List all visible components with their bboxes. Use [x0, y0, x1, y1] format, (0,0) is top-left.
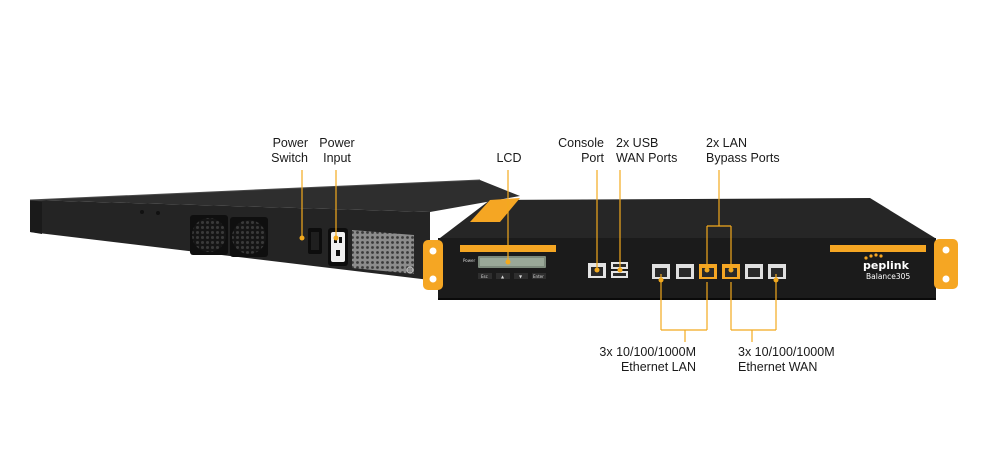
callout-lan-bypass: 2x LAN Bypass Ports — [706, 136, 786, 166]
enter-button-label: Enter — [533, 274, 544, 279]
callout-power-switch: Power Switch — [262, 136, 308, 166]
callout-power-input-line2: Input — [323, 151, 351, 165]
callout-console-port-line1: Console — [558, 136, 604, 150]
rear-fan-right — [230, 217, 268, 257]
callout-power-input: Power Input — [318, 136, 356, 166]
callout-ethernet-wan-line1: 3x 10/100/1000M — [738, 345, 835, 359]
callout-lcd: LCD — [492, 151, 526, 166]
callout-usb-wan-line2: WAN Ports — [616, 151, 678, 165]
callout-power-switch-line1: Power — [272, 136, 308, 150]
callout-power-input-line1: Power — [319, 136, 355, 150]
callout-lan-bypass-line1: 2x LAN — [706, 136, 747, 150]
left-rack-ear — [423, 240, 443, 290]
callout-console-port: Console Port — [552, 136, 604, 166]
callout-ethernet-lan-line1: 3x 10/100/1000M — [599, 345, 696, 359]
lcd-buttons — [478, 273, 546, 279]
right-rack-ear — [934, 239, 958, 289]
esc-button-label: Esc — [481, 274, 488, 279]
lcd-display — [478, 256, 546, 268]
callout-ethernet-wan: 3x 10/100/1000M Ethernet WAN — [738, 345, 846, 375]
callout-usb-wan-line1: 2x USB — [616, 136, 659, 150]
callout-power-switch-line2: Switch — [271, 151, 308, 165]
callout-ethernet-lan-line2: Ethernet LAN — [620, 360, 696, 374]
brand-model: Balance305 — [866, 272, 911, 281]
callout-usb-wan: 2x USB WAN Ports — [616, 136, 686, 166]
power-led-label: Power — [463, 258, 476, 263]
leader-lines — [299, 170, 779, 342]
callout-console-port-line2: Port — [581, 151, 604, 165]
callout-ethernet-lan: 3x 10/100/1000M Ethernet LAN — [588, 345, 696, 375]
psu-vent-mesh — [352, 230, 414, 274]
callout-lan-bypass-line2: Bypass Ports — [706, 151, 780, 165]
front-chassis — [438, 198, 936, 300]
peplink-logo-dots — [864, 253, 883, 260]
rear-fan-left — [190, 215, 228, 255]
callout-lcd-line1: LCD — [496, 151, 522, 165]
ethernet-lan-ports — [652, 264, 717, 279]
brand-name: peplink — [863, 259, 909, 272]
down-button-label: ▼ — [519, 274, 523, 279]
power-input — [328, 228, 348, 266]
power-switch — [308, 228, 322, 254]
callout-ethernet-wan-line2: Ethernet WAN — [738, 360, 818, 374]
up-button-label: ▲ — [501, 274, 505, 279]
